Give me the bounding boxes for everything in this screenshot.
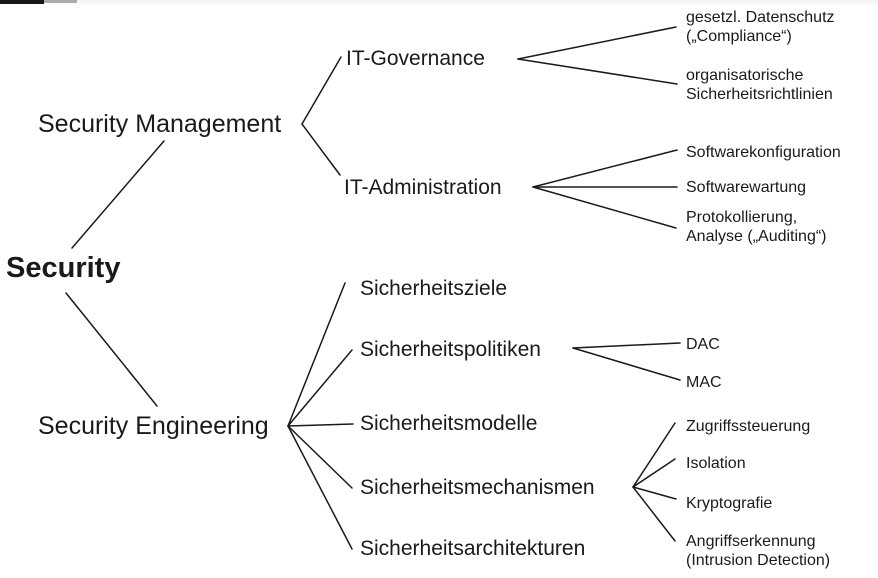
node-sicherheitsmechanismen: Sicherheitsmechanismen	[360, 476, 595, 499]
node-sicherheitsmodelle: Sicherheitsmodelle	[360, 412, 538, 435]
leaf-softwarewartung: Softwarewartung	[686, 179, 807, 196]
node-sicherheitsziele: Sicherheitsziele	[360, 277, 508, 300]
edge-management-to-governance	[301, 56, 342, 125]
edge-engineering-to-architekturen	[287, 425, 353, 550]
leaf-gesetzl-datenschutz: gesetzl. Datenschutz („Compliance“)	[686, 9, 835, 45]
edge-mechanismen-to-kryptografie	[632, 486, 677, 500]
edge-engineering-to-politiken	[287, 349, 353, 427]
leaf-zugriffssteuerung: Zugriffssteuerung	[686, 418, 811, 435]
edge-administration-to-konfiguration	[532, 149, 678, 188]
leaf-protokollierung-analyse: Protokollierung, Analyse („Auditing“)	[686, 209, 827, 245]
node-security-engineering: Security Engineering	[38, 412, 269, 440]
leaf-angriffserkennung: Angriffserkennung (Intrusion Detection)	[686, 533, 831, 569]
window-edge-artifact-dark	[0, 0, 44, 4]
window-edge-artifact-light	[44, 0, 77, 3]
node-security-root: Security	[6, 252, 121, 284]
leaf-mac: MAC	[686, 374, 722, 391]
edge-politiken-to-mac	[572, 347, 681, 381]
edge-engineering-to-modelle	[287, 423, 354, 427]
leaf-dac: DAC	[686, 336, 720, 353]
leaf-kryptografie: Kryptografie	[686, 495, 773, 512]
node-sicherheitsarchitekturen: Sicherheitsarchitekturen	[360, 537, 586, 560]
edge-mechanismen-to-isolation	[632, 458, 676, 488]
edge-politiken-to-dac	[572, 342, 681, 349]
edge-engineering-to-mechanismen	[287, 425, 353, 489]
edge-mechanismen-to-zugriffssteuerung	[632, 422, 676, 488]
leaf-organisatorische-richtlinien: organisatorische Sicherheitsrichtlinien	[686, 67, 833, 103]
edge-governance-to-richtlinien	[517, 58, 678, 85]
edge-governance-to-datenschutz	[517, 26, 677, 60]
node-security-management: Security Management	[38, 110, 282, 138]
node-it-governance: IT-Governance	[346, 47, 485, 70]
leaf-isolation: Isolation	[686, 455, 746, 472]
edge-administration-to-protokollierung	[532, 186, 677, 229]
edge-security-to-management	[71, 140, 165, 249]
node-it-administration: IT-Administration	[344, 176, 502, 199]
edge-management-to-administration	[301, 123, 341, 176]
edge-security-to-engineering	[65, 292, 158, 407]
leaf-softwarekonfiguration: Softwarekonfiguration	[686, 144, 841, 161]
node-sicherheitspolitiken: Sicherheitspolitiken	[360, 338, 541, 361]
edge-engineering-to-ziele	[287, 282, 346, 427]
edge-mechanismen-to-angriffserkennung	[632, 486, 676, 542]
